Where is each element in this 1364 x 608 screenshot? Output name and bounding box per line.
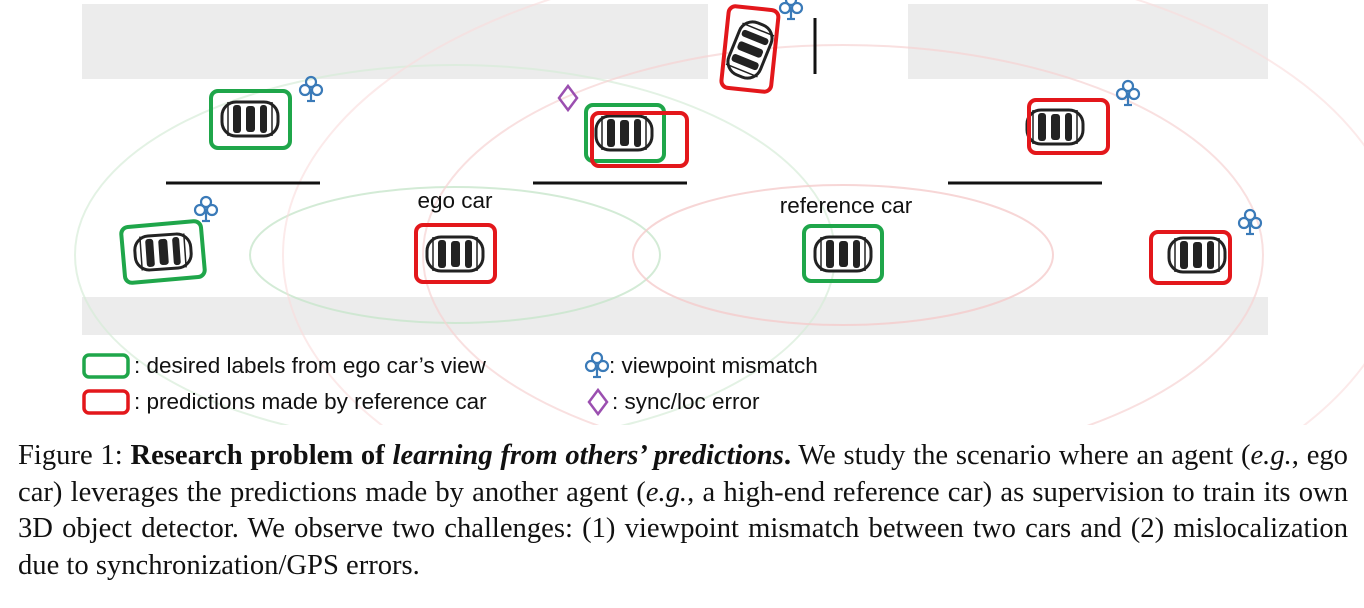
figure-caption: Figure 1: Research problem of learning f…	[18, 440, 1348, 581]
figure-illustration: ego car reference car : desired labels f…	[74, 0, 1364, 425]
club-icon	[193, 195, 219, 223]
green-label-box	[802, 224, 884, 283]
car-bottom-right	[1149, 230, 1232, 285]
red-prediction-box	[1027, 98, 1110, 155]
car-turning	[719, 4, 781, 94]
green-label-box	[584, 103, 666, 163]
car-top-middle	[584, 103, 689, 168]
car-bottom-left	[119, 219, 207, 285]
caption-text: We study the scenario where an agent (	[791, 440, 1251, 471]
legend: : desired labels from ego car’s view : p…	[82, 351, 818, 417]
diamond-icon	[587, 387, 609, 417]
ego-car	[414, 223, 497, 284]
reference-car	[802, 224, 884, 283]
legend-green-swatch	[82, 353, 130, 379]
reference-car-label: reference car	[780, 193, 913, 218]
diamond-icon	[557, 83, 579, 113]
road-top-right	[908, 4, 1268, 79]
red-prediction-box	[719, 4, 781, 94]
legend-diamond-text: : sync/loc error	[612, 389, 760, 414]
car-top-right	[1025, 98, 1110, 155]
red-prediction-box	[590, 111, 689, 168]
legend-green-text: : desired labels from ego car’s view	[134, 353, 487, 378]
green-label-box	[119, 219, 207, 285]
legend-red-text: : predictions made by reference car	[134, 389, 487, 414]
club-icon	[584, 351, 610, 379]
ego-car-label: ego car	[417, 188, 493, 213]
legend-club-text: : viewpoint mismatch	[609, 353, 818, 378]
legend-red-swatch	[82, 389, 130, 415]
caption-title: Research problem of learning from others…	[130, 440, 792, 471]
club-icon	[1115, 79, 1141, 107]
red-prediction-box	[1149, 230, 1232, 285]
caption-label: Figure 1:	[18, 440, 131, 471]
red-prediction-box	[414, 223, 497, 284]
car-top-left	[209, 89, 292, 150]
road-bottom	[82, 297, 1268, 335]
green-label-box	[209, 89, 292, 150]
club-icon	[778, 0, 804, 21]
